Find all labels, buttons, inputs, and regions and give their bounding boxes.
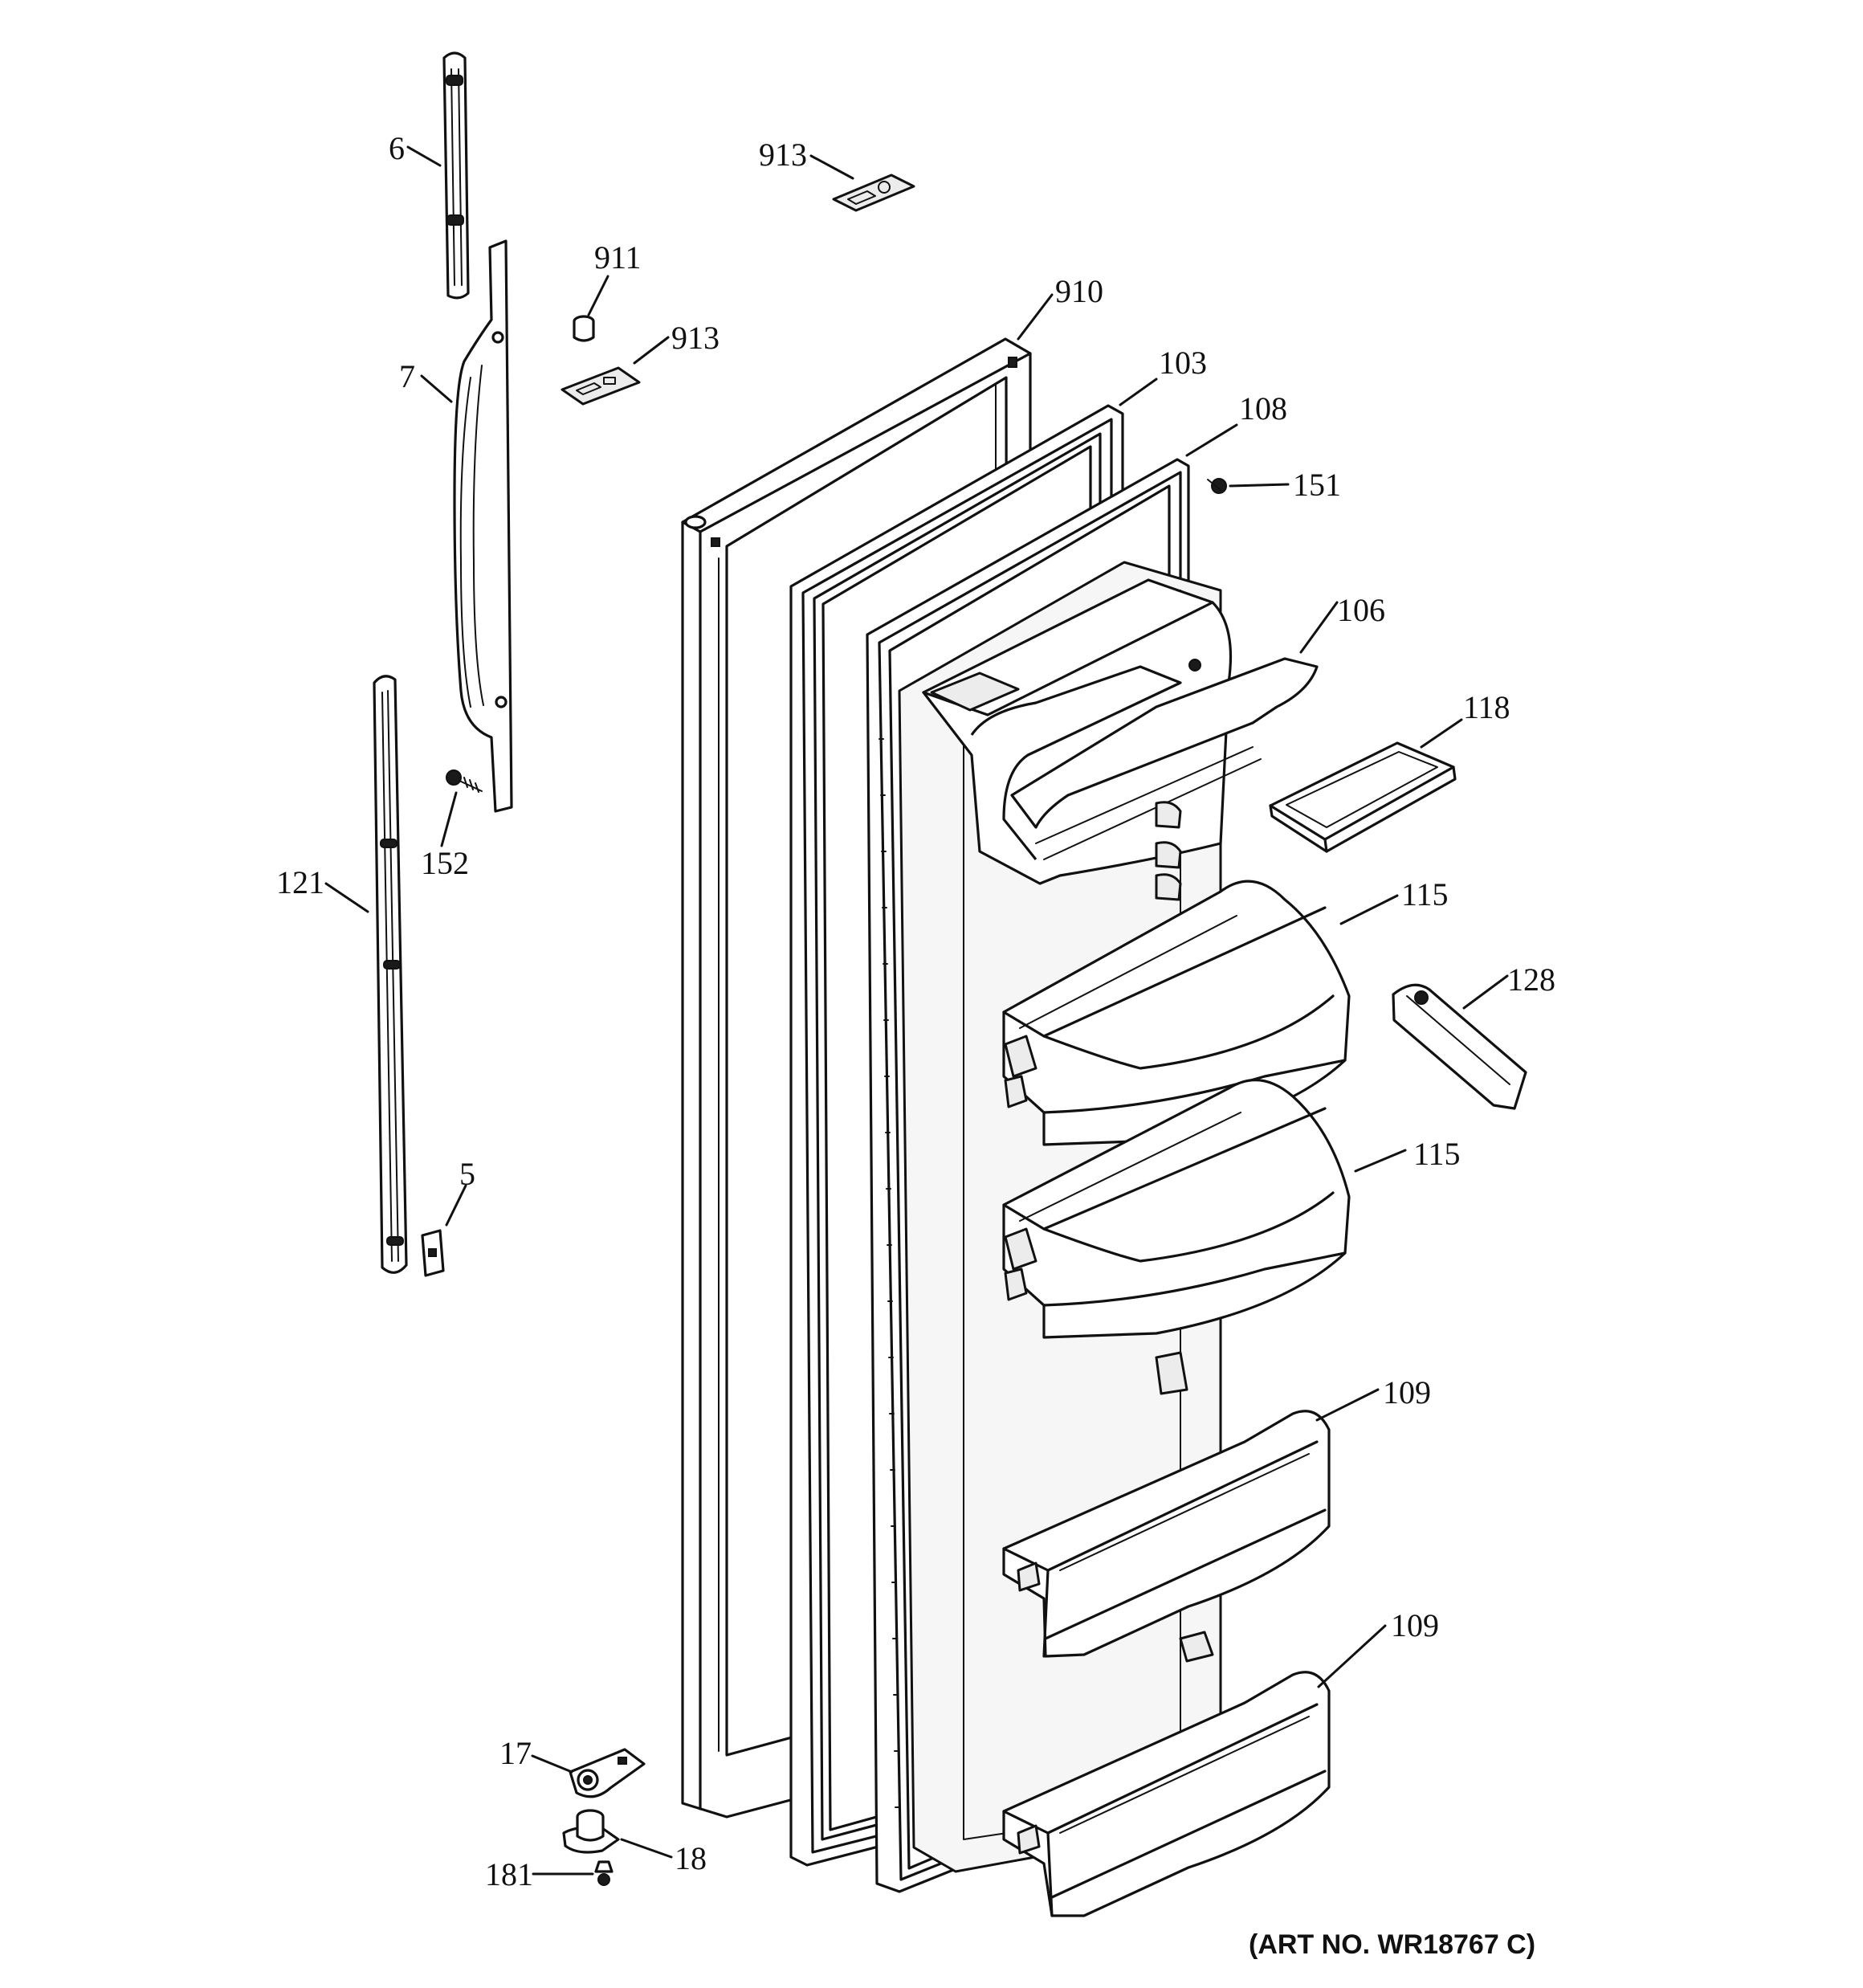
callout-18: 18 (675, 1840, 707, 1876)
callout-911: 911 (594, 239, 642, 276)
callout-103: 103 (1159, 345, 1207, 381)
art-number: (ART NO. WR18767 C) (1249, 1929, 1535, 1960)
callout-910: 910 (1055, 273, 1103, 309)
part-5-clip (421, 1229, 445, 1277)
callout-118: 118 (1463, 689, 1510, 725)
part-911-hinge-bushing (573, 315, 595, 342)
leader-lines (324, 145, 1509, 1876)
callout-109-lower: 109 (1391, 1607, 1439, 1643)
callout-181: 181 (485, 1856, 533, 1892)
callout-6: 6 (389, 130, 405, 166)
callout-115-upper: 115 (1401, 876, 1449, 912)
callout-913-upper: 913 (759, 137, 807, 173)
part-6-handle-trim-upper (442, 51, 470, 300)
part-17-bottom-hinge-plate (569, 1748, 646, 1798)
part-151-screw (1207, 478, 1227, 494)
callout-115-lower: 115 (1413, 1136, 1461, 1172)
part-913-hinge-cover-lower (561, 366, 641, 406)
callout-5: 5 (459, 1156, 475, 1192)
callout-128: 128 (1507, 961, 1555, 998)
callout-152: 152 (421, 845, 469, 881)
callout-913-lower: 913 (671, 320, 720, 356)
part-181-screw (594, 1860, 614, 1886)
part-109-door-shelf-upper (1002, 1410, 1331, 1663)
callout-109-upper: 109 (1383, 1374, 1431, 1410)
part-106-dairy-compartment-door (922, 578, 1319, 901)
callout-labels: 6 7 913 911 913 910 103 108 151 106 118 … (276, 130, 1555, 1892)
part-115-door-bin-lower (1002, 1079, 1351, 1395)
callout-7: 7 (399, 358, 415, 394)
callout-151: 151 (1293, 467, 1341, 503)
callout-108: 108 (1239, 390, 1287, 427)
part-128-bin-end-cap (1392, 983, 1527, 1110)
part-121-handle-trim-lower (373, 675, 408, 1274)
part-913-hinge-cover-upper (832, 173, 915, 212)
part-7-door-handle (453, 239, 513, 813)
part-18-hinge-pin (562, 1809, 620, 1854)
callout-106: 106 (1337, 592, 1385, 628)
part-152-screw (446, 769, 483, 793)
callout-17: 17 (499, 1735, 532, 1771)
callout-121: 121 (276, 864, 324, 900)
part-109-door-shelf-lower (1002, 1671, 1331, 1917)
part-118-egg-tray (1269, 741, 1457, 853)
